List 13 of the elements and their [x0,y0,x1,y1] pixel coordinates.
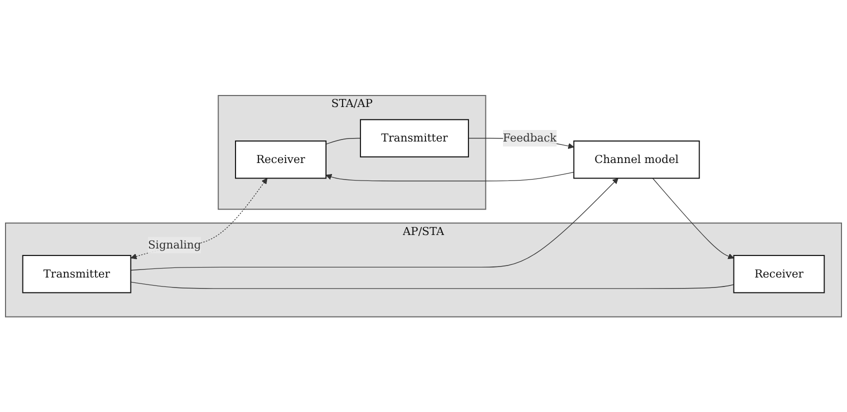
node-box: Transmitter [22,254,132,294]
connector [326,138,361,144]
node-box: Transmitter [360,118,469,158]
node-box: Receiver [235,140,326,179]
arrow [326,172,574,182]
node-box: Receiver [733,254,825,294]
arrow [652,178,734,259]
edge-label: Signaling [148,238,202,252]
arrow [130,178,268,260]
edge-label: Feedback [502,131,557,144]
connector [130,282,734,289]
node-box: Channel model [573,140,700,179]
arrow [130,178,618,270]
